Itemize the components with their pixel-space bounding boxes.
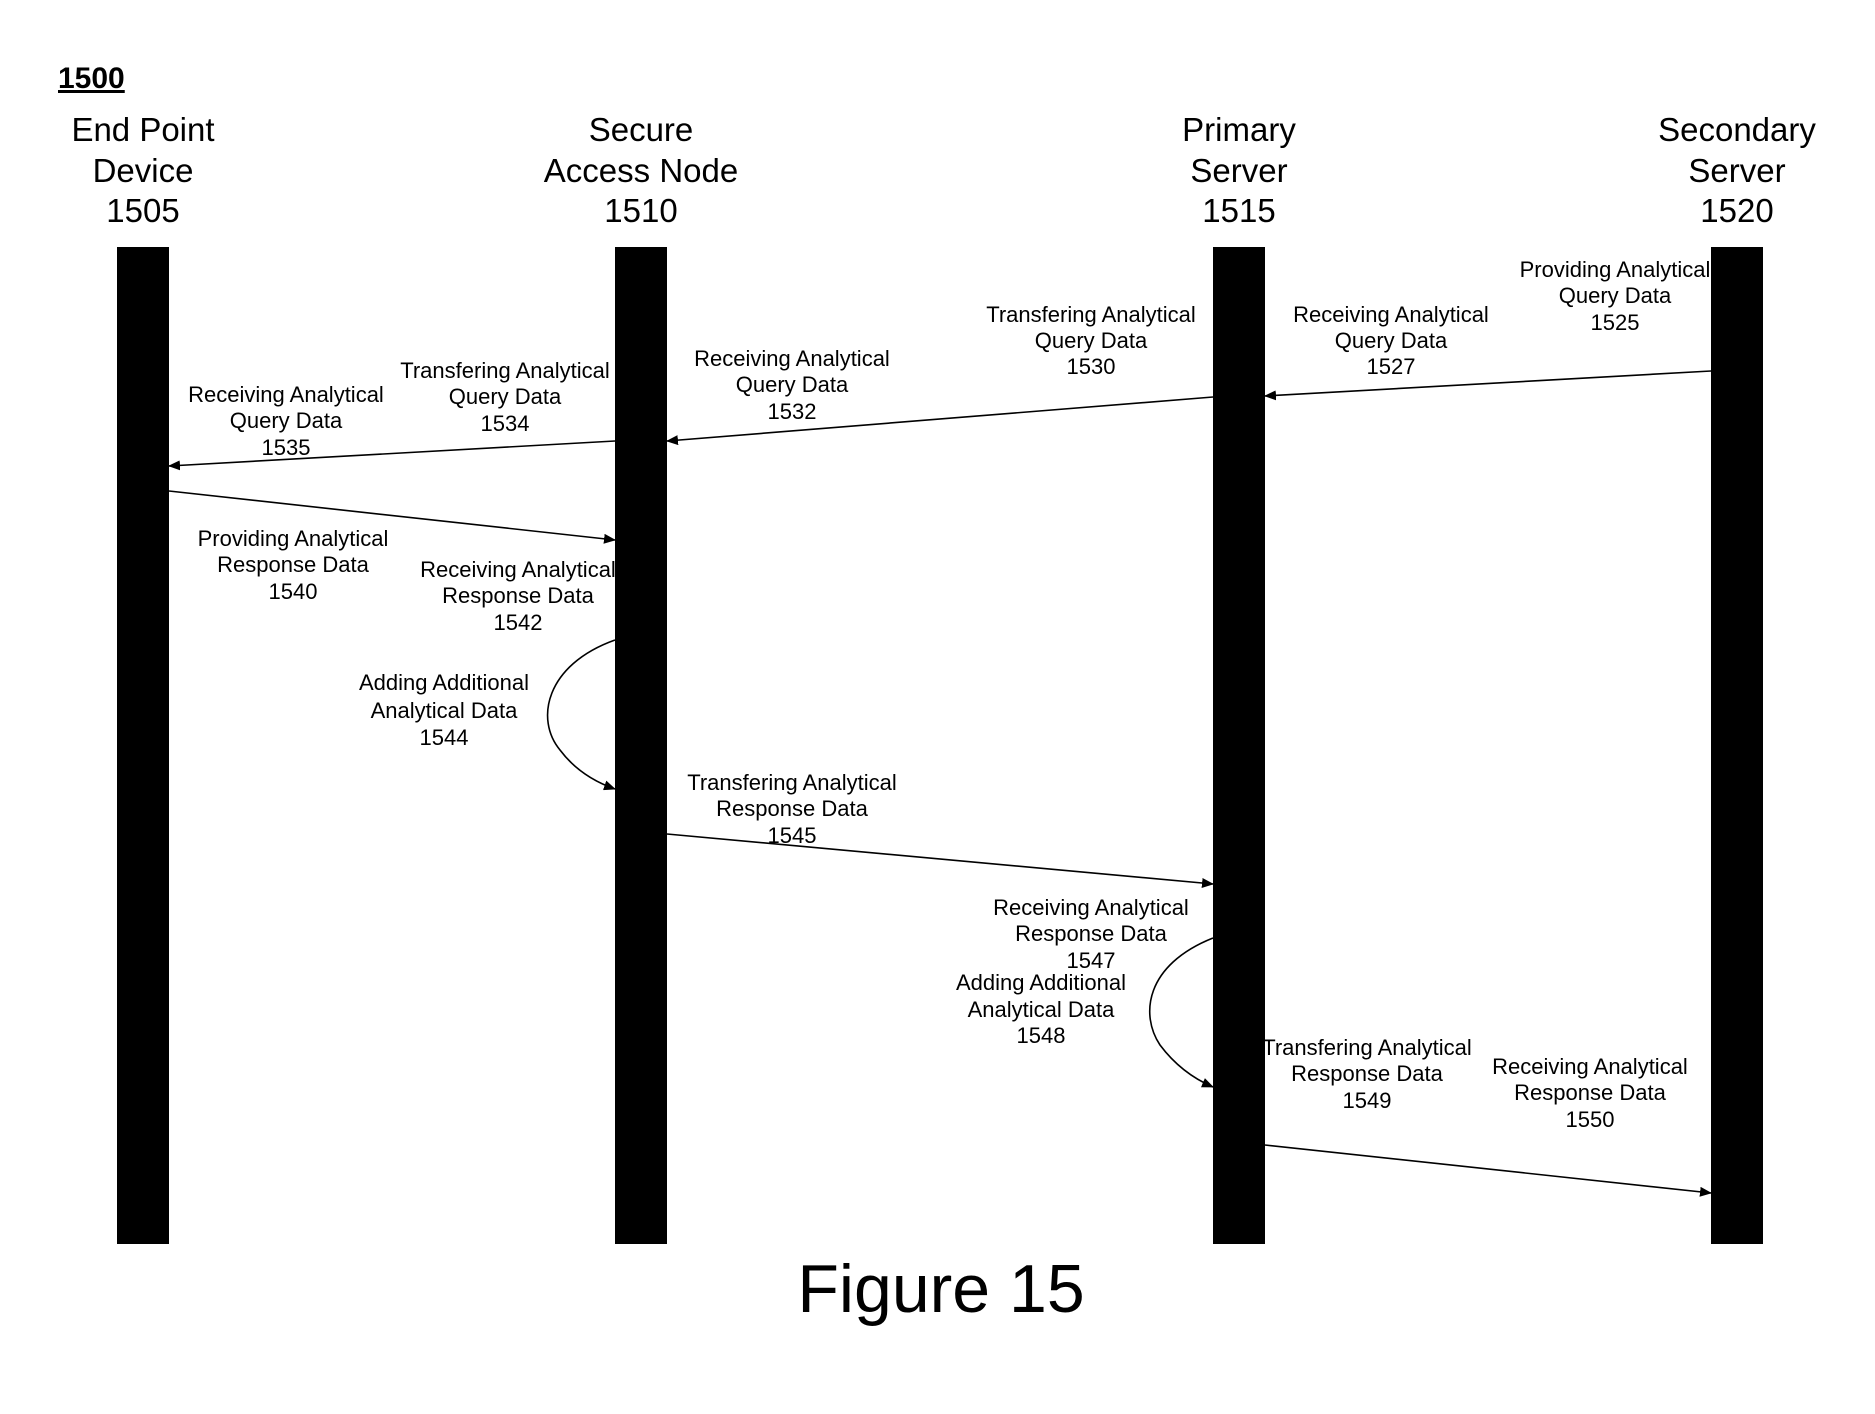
arrow-1532	[667, 397, 1213, 441]
message-1548-line-2: Analytical Data	[968, 997, 1116, 1022]
message-1550-line-1: Receiving Analytical	[1492, 1054, 1688, 1079]
message-1535-id: 1535	[262, 435, 311, 460]
actor-primary-server-line-2: Server	[1190, 152, 1287, 189]
actor-primary-server-line-1: Primary	[1182, 111, 1296, 148]
actor-secure-access-node-id: 1510	[604, 192, 677, 229]
message-label-1547: Receiving Analytical Response Data 1547	[993, 895, 1189, 973]
message-label-1542: Receiving Analytical Response Data 1542	[420, 557, 616, 635]
message-1534-id: 1534	[481, 411, 530, 436]
message-1534-line-2: Query Data	[449, 384, 562, 409]
message-1527-line-2: Query Data	[1335, 328, 1448, 353]
arrow-1549	[1265, 1145, 1711, 1193]
figure-reference-number: 1500	[58, 62, 125, 95]
arrow-1527	[1265, 371, 1711, 396]
message-label-1544: Adding Additional Analytical Data 1544	[359, 670, 529, 750]
actor-secondary-server-id: 1520	[1700, 192, 1773, 229]
message-1532-id: 1532	[768, 399, 817, 424]
message-1545-line-1: Transfering Analytical	[687, 770, 897, 795]
message-1545-line-2: Response Data	[716, 796, 868, 821]
message-label-1532: Receiving Analytical Query Data 1532	[694, 346, 890, 424]
message-label-1535: Receiving Analytical Query Data 1535	[188, 382, 384, 460]
actor-primary-server-id: 1515	[1202, 192, 1275, 229]
message-1547-line-2: Response Data	[1015, 921, 1167, 946]
message-1530-line-2: Query Data	[1035, 328, 1148, 353]
message-1542-line-2: Response Data	[442, 583, 594, 608]
actor-end-point-device-line-2: Device	[93, 152, 194, 189]
message-1542-id: 1542	[494, 610, 543, 635]
self-loop-arrow-1548	[1150, 938, 1213, 1087]
message-1548-line-1: Adding Additional	[956, 970, 1126, 995]
message-1545-id: 1545	[768, 823, 817, 848]
message-label-1545: Transfering Analytical Response Data 154…	[687, 770, 897, 848]
message-1535-line-1: Receiving Analytical	[188, 382, 384, 407]
figure-caption: Figure 15	[797, 1251, 1084, 1327]
self-loop-arrow-1544	[548, 640, 615, 789]
message-1525-id: 1525	[1591, 310, 1640, 335]
message-1548-id: 1548	[1017, 1023, 1066, 1048]
message-1540-id: 1540	[269, 579, 318, 604]
lifeline-primary-server	[1213, 247, 1265, 1244]
message-1549-line-2: Response Data	[1291, 1061, 1443, 1086]
message-label-1525: Providing Analytical Query Data 1525	[1520, 257, 1711, 335]
actor-secondary-server-line-1: Secondary	[1658, 111, 1816, 148]
message-label-1540: Providing Analytical Response Data 1540	[198, 526, 389, 604]
arrow-1535	[169, 441, 615, 466]
actor-end-point-device-line-1: End Point	[71, 111, 214, 148]
message-1550-line-2: Response Data	[1514, 1080, 1666, 1105]
message-label-1549: Transfering Analytical Response Data 154…	[1262, 1035, 1472, 1113]
message-1550-id: 1550	[1566, 1107, 1615, 1132]
lifeline-secure-access-node	[615, 247, 667, 1244]
actor-secure-access-node-line-1: Secure	[589, 111, 694, 148]
message-1530-id: 1530	[1067, 354, 1116, 379]
message-1542-line-1: Receiving Analytical	[420, 557, 616, 582]
arrow-1545	[667, 834, 1213, 884]
message-1535-line-2: Query Data	[230, 408, 343, 433]
lifeline-secondary-server	[1711, 247, 1763, 1244]
message-label-1527: Receiving Analytical Query Data 1527	[1293, 302, 1489, 379]
message-1527-line-1: Receiving Analytical	[1293, 302, 1489, 327]
message-1527-id: 1527	[1367, 354, 1416, 379]
message-1525-line-2: Query Data	[1559, 283, 1672, 308]
message-1534-line-1: Transfering Analytical	[400, 358, 610, 383]
message-1547-line-1: Receiving Analytical	[993, 895, 1189, 920]
message-1544-line-1: Adding Additional	[359, 670, 529, 695]
message-1525-line-1: Providing Analytical	[1520, 257, 1711, 282]
message-1544-line-2: Analytical Data	[371, 698, 519, 723]
message-1549-id: 1549	[1343, 1088, 1392, 1113]
message-1532-line-1: Receiving Analytical	[694, 346, 890, 371]
message-label-1534: Transfering Analytical Query Data 1534	[400, 358, 610, 436]
actor-secondary-server-line-2: Server	[1688, 152, 1785, 189]
actor-secure-access-node-line-2: Access Node	[544, 152, 738, 189]
message-1530-line-1: Transfering Analytical	[986, 302, 1196, 327]
message-1540-line-1: Providing Analytical	[198, 526, 389, 551]
message-1549-line-1: Transfering Analytical	[1262, 1035, 1472, 1060]
message-1532-line-2: Query Data	[736, 372, 849, 397]
lifeline-end-point-device	[117, 247, 169, 1244]
message-label-1548: Adding Additional Analytical Data 1548	[956, 970, 1126, 1048]
message-1540-line-2: Response Data	[217, 552, 369, 577]
actor-end-point-device-id: 1505	[106, 192, 179, 229]
message-label-1530: Transfering Analytical Query Data 1530	[986, 302, 1196, 379]
message-label-1550: Receiving Analytical Response Data 1550	[1492, 1054, 1688, 1132]
message-1544-id: 1544	[420, 725, 469, 750]
